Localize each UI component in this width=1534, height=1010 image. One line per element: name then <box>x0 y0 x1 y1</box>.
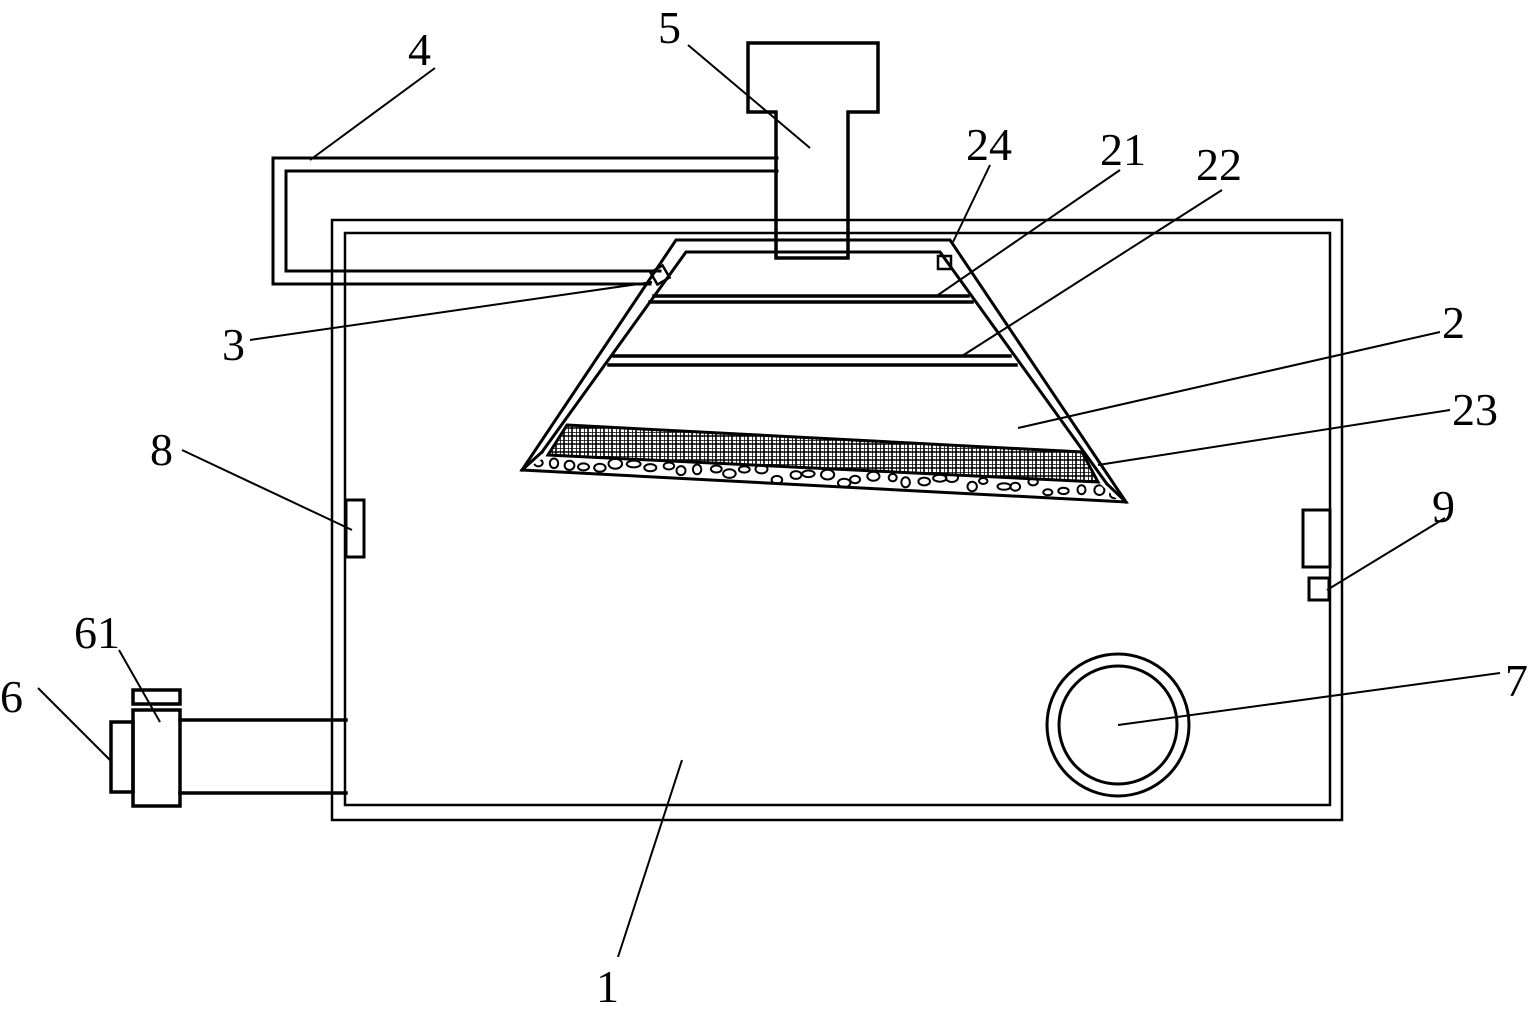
pipe-4 <box>271 156 779 286</box>
pebble <box>900 476 911 489</box>
label-1: 1 <box>596 961 619 1010</box>
label-3: 3 <box>222 319 245 370</box>
filter-housing-2 <box>519 238 1129 505</box>
sensor-9-upper <box>1301 508 1332 569</box>
label-8: 8 <box>150 424 173 475</box>
outlet-pipe-6 <box>109 688 348 808</box>
pebble <box>789 470 803 480</box>
pebble <box>849 474 862 485</box>
pebble <box>709 464 723 474</box>
label-2: 2 <box>1442 297 1465 348</box>
pebble <box>966 480 978 493</box>
label-9: 9 <box>1432 481 1455 532</box>
filter-media-23 <box>533 423 1120 500</box>
pebble <box>978 477 989 485</box>
pebble <box>737 465 751 474</box>
label-21: 21 <box>1100 124 1146 175</box>
funnel-5 <box>746 41 880 260</box>
pebble <box>1009 481 1022 492</box>
pebble <box>533 458 544 468</box>
pebble <box>801 469 816 479</box>
pebble <box>548 457 560 470</box>
pebble <box>593 462 607 473</box>
filter-plate-22 <box>607 354 1018 367</box>
label-23: 23 <box>1452 384 1498 435</box>
pebble <box>577 462 590 472</box>
pebble <box>866 470 881 482</box>
pebble <box>643 463 658 473</box>
filter-plate-21 <box>648 294 974 304</box>
label-61: 61 <box>74 607 120 658</box>
pebble <box>675 465 687 477</box>
tank-body <box>330 218 1344 822</box>
label-22: 22 <box>1196 139 1242 190</box>
label-24: 24 <box>966 119 1012 170</box>
pebble <box>662 461 676 471</box>
pebble <box>1076 484 1087 496</box>
pebble <box>607 457 624 470</box>
pebble <box>563 459 576 471</box>
label-6: 6 <box>0 671 23 722</box>
pebble <box>1093 484 1106 497</box>
pebble <box>996 482 1012 491</box>
pebble <box>625 459 642 469</box>
sensor-8 <box>344 498 366 559</box>
pebble <box>1042 488 1054 497</box>
leader-lines <box>37 44 1501 958</box>
label-4: 4 <box>408 24 431 75</box>
pebble <box>820 468 836 481</box>
pebble <box>691 463 703 476</box>
label-5: 5 <box>658 2 681 53</box>
pebble <box>932 473 948 483</box>
label-7: 7 <box>1505 655 1528 706</box>
pebble <box>917 476 932 487</box>
pebble <box>722 468 737 479</box>
pebble <box>1057 486 1070 496</box>
pebble <box>887 472 898 483</box>
sensor-9 <box>1307 576 1331 602</box>
port-7 <box>1045 652 1191 798</box>
